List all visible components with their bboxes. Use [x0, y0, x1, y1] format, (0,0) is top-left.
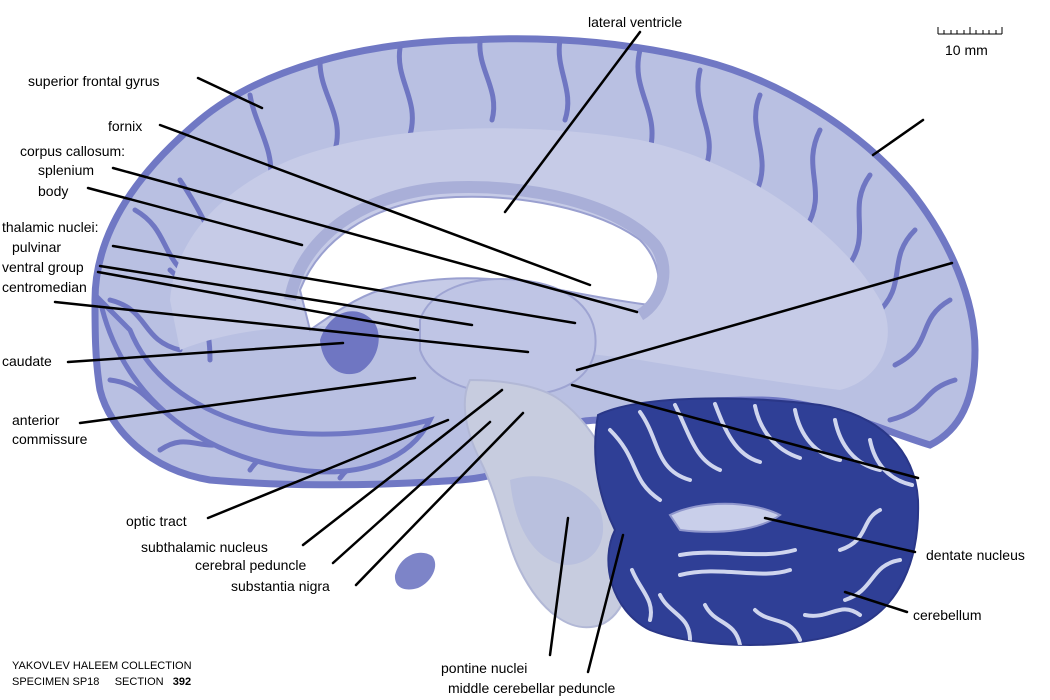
leader-centromedian-b — [53, 300, 530, 354]
label-substantia-nigra: substantia nigra — [231, 578, 330, 594]
label-subthalamic-nucleus: subthalamic nucleus — [141, 539, 268, 555]
leader-subthalamic-nucleus — [301, 388, 504, 547]
leader-lines — [53, 30, 954, 674]
leader-upper-right — [871, 118, 925, 157]
label-middle-cerebellar-peduncle: middle cerebellar peduncle — [448, 680, 616, 696]
leader-cerebellum — [843, 590, 909, 614]
caption-specimen-line: SPECIMEN SP18 SECTION 392 — [12, 676, 191, 689]
pontine-nuclei-region — [510, 476, 604, 565]
leader-caudate — [66, 341, 345, 364]
label-pontine-nuclei: pontine nuclei — [441, 660, 528, 676]
thalamus — [419, 278, 597, 397]
label-splenium: splenium — [38, 162, 95, 178]
leader-anterior-commissure — [78, 376, 417, 425]
leader-superior-frontal-gyrus — [196, 76, 264, 110]
caption-specimen: SPECIMEN SP18 — [12, 676, 100, 688]
leader-pontine-nuclei — [548, 516, 570, 657]
dentate-nucleus-region — [668, 502, 782, 533]
optic-chiasm-region — [394, 552, 436, 590]
label-body: body — [38, 183, 69, 199]
leader-splenium — [111, 166, 639, 314]
label-fornix: fornix — [108, 118, 143, 134]
caption-section-number: 392 — [172, 676, 192, 688]
leader-body — [86, 186, 304, 247]
caption-section-label: SECTION — [114, 676, 164, 688]
leader-dentate-nucleus — [763, 516, 917, 554]
leader-centromedian — [96, 270, 420, 332]
scale-bar-label: 10 mm — [945, 42, 988, 58]
label-commissure: commissure — [12, 431, 88, 447]
corpus-callosum — [284, 181, 670, 321]
leader-middle-cerebellar-peduncle — [586, 533, 625, 674]
leader-optic-tract — [206, 418, 450, 520]
scale-bar — [937, 27, 1003, 35]
leader-fornix — [158, 123, 592, 287]
label-caudate: caudate — [2, 353, 52, 369]
label-cerebral-peduncle: cerebral peduncle — [195, 557, 307, 573]
leader-ventral-group — [98, 264, 474, 327]
label-thalamic-nuclei: thalamic nuclei: — [2, 219, 99, 235]
label-centromedian: centromedian — [2, 279, 87, 295]
label-lateral-ventricle: lateral ventricle — [588, 14, 683, 30]
cerebellum-region — [594, 397, 920, 646]
label-anterior: anterior — [12, 412, 60, 428]
label-optic-tract: optic tract — [126, 513, 187, 529]
label-corpus-callosum: corpus callosum: — [20, 143, 126, 159]
label-superior-frontal-gyrus: superior frontal gyrus — [28, 73, 160, 89]
caudate — [320, 311, 379, 375]
leader-pulvinar — [111, 244, 577, 325]
label-dentate-nucleus: dentate nucleus — [926, 547, 1025, 563]
caption-collection: YAKOVLEV HALEEM COLLECTION — [12, 660, 192, 672]
leader-lateral-ventricle — [503, 30, 642, 214]
label-cerebellum: cerebellum — [913, 607, 982, 623]
temporal-lobe — [95, 292, 435, 475]
leader-cerebral-peduncle — [331, 420, 492, 565]
label-ventral-group: ventral group — [2, 259, 84, 275]
leader-substantia-nigra — [354, 411, 525, 587]
leader-right-mid — [575, 261, 954, 372]
label-pulvinar: pulvinar — [12, 239, 62, 255]
leader-right-lower — [570, 383, 920, 480]
